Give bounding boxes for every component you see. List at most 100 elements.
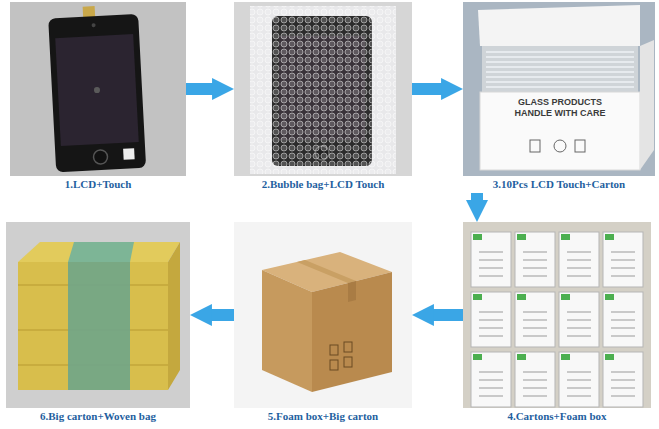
photo-detail: [611, 320, 635, 321]
photo-detail: [517, 354, 526, 360]
photo-detail: [250, 6, 396, 174]
photo-detail: [234, 2, 412, 176]
photo-detail: [480, 92, 640, 170]
box-print: GLASS PRODUCTS HANDLE WITH CARE: [505, 97, 615, 119]
photo-detail: [478, 5, 640, 46]
photo-detail: [486, 51, 634, 53]
photo-detail: [463, 222, 651, 408]
photo-detail: [611, 336, 635, 337]
photo-detail: [559, 352, 599, 407]
photo-detail: [91, 23, 95, 27]
step-caption: 1.LCD+Touch: [10, 176, 186, 191]
photo-detail: [479, 388, 503, 389]
photo-detail: [473, 234, 482, 240]
step-caption: 6.Big carton+Woven bag: [6, 408, 190, 423]
photo-detail: [486, 76, 634, 78]
photo-detail: [18, 262, 168, 390]
photo-detail: [234, 222, 412, 408]
photo-detail: [344, 357, 352, 367]
photo-detail: [567, 260, 591, 261]
photo-detail: [48, 14, 146, 172]
photo-detail: [567, 396, 591, 397]
photo-detail: [312, 272, 392, 392]
photo-detail: [479, 320, 503, 321]
photo-detail: [567, 388, 591, 389]
step-caption: 2.Bubble bag+LCD Touch: [234, 176, 412, 191]
photo-detail: [93, 150, 108, 165]
photo-detail: [603, 232, 643, 287]
flow-arrow: [428, 309, 463, 321]
photo-detail: [559, 232, 599, 287]
photo-detail: [603, 352, 643, 407]
photo-detail: [611, 276, 635, 277]
photo-detail: [605, 234, 614, 240]
photo-detail: [486, 66, 634, 68]
photo-detail: [479, 372, 503, 373]
photo-detail: [10, 2, 186, 176]
flow-arrow: [471, 193, 483, 206]
flow-arrow: [186, 83, 218, 95]
photo-detail: [479, 252, 503, 253]
photo-detail: [567, 336, 591, 337]
carton-photo: [463, 2, 655, 176]
photo-step-box: 5.Foam box+Big carton: [234, 222, 412, 425]
lcd-photo: [10, 2, 186, 176]
photo-detail: [567, 372, 591, 373]
step-caption: 4.Cartons+Foam box: [463, 408, 651, 423]
photo-detail: [603, 352, 643, 407]
photo-detail: [567, 320, 591, 321]
photo-detail: [55, 34, 139, 146]
photo-detail: [530, 140, 585, 152]
big-carton-photo: [234, 222, 412, 408]
photo-detail: [471, 232, 511, 287]
photo-detail: [561, 234, 570, 240]
photo-detail: [482, 46, 638, 92]
photo-detail: [486, 81, 634, 83]
photo-detail: [471, 352, 511, 407]
photo-detail: [561, 294, 570, 300]
photo-step-box: 6.Big carton+Woven bag: [6, 222, 190, 425]
photo-detail: [517, 294, 526, 300]
photo-detail: [530, 140, 540, 152]
photo-detail: [515, 292, 555, 347]
photo-detail: [471, 292, 511, 347]
photo-detail: [479, 328, 503, 329]
photo-detail: [567, 268, 591, 269]
photo-detail: [523, 312, 547, 313]
woven-bag-photo: [6, 222, 190, 408]
photo-detail: [611, 268, 635, 269]
photo-detail: [559, 292, 599, 347]
photo-detail: [523, 252, 547, 253]
photo-detail: [523, 320, 547, 321]
photo-detail: [603, 292, 643, 347]
photo-detail: [523, 396, 547, 397]
photo-detail: [567, 276, 591, 277]
photo-detail: [479, 396, 503, 397]
photo-detail: [515, 352, 555, 407]
photo-detail: [48, 4, 146, 172]
photo-detail: [515, 352, 555, 407]
photo-detail: [640, 40, 654, 170]
photo-detail: [330, 342, 352, 370]
photo-detail: [330, 345, 338, 355]
photo-detail: [523, 328, 547, 329]
photo-detail: [473, 354, 482, 360]
photo-detail: [515, 232, 555, 287]
photo-detail: [6, 222, 190, 408]
photo-detail: [330, 360, 338, 370]
photo-detail: [94, 87, 100, 93]
photo-detail: [479, 268, 503, 269]
photo-detail: [605, 294, 614, 300]
photo-detail: [559, 232, 599, 287]
photo-detail: [567, 328, 591, 329]
photo-detail: [567, 312, 591, 313]
photo-detail: [611, 372, 635, 373]
photo-detail: [523, 276, 547, 277]
photo-detail: [463, 2, 655, 176]
photo-detail: [18, 242, 180, 262]
photo-detail: [523, 372, 547, 373]
flow-arrow: [206, 309, 234, 321]
photo-detail: [523, 388, 547, 389]
